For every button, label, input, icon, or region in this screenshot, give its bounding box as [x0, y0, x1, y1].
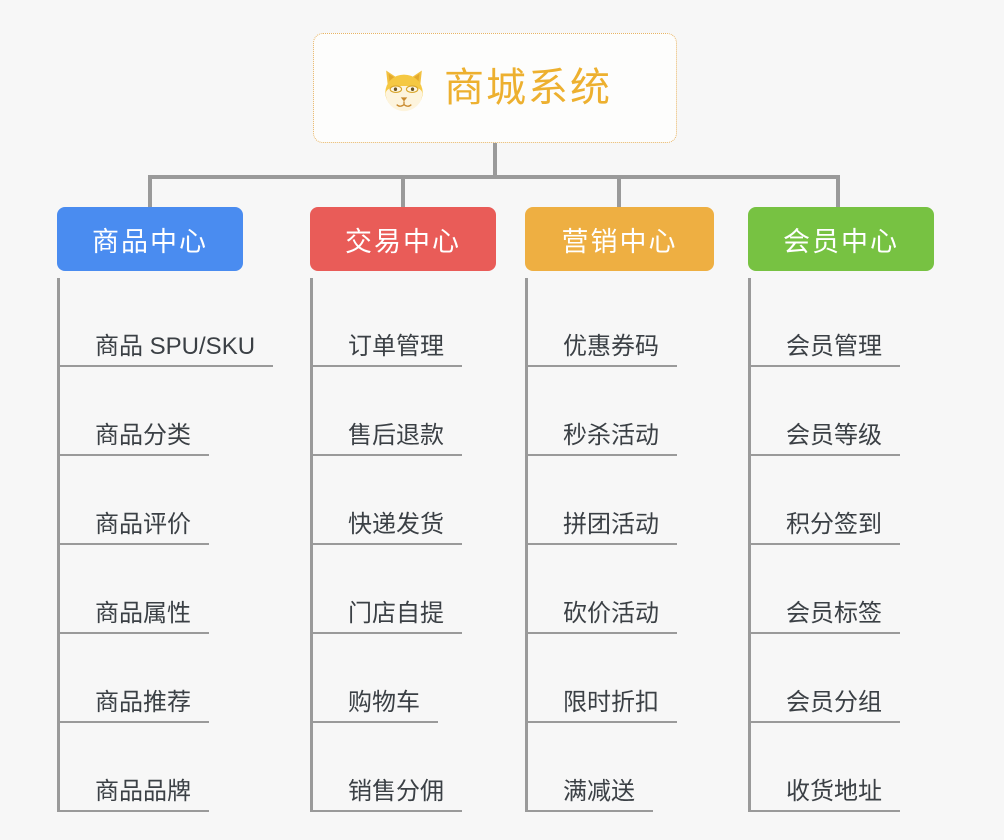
category-header-label: 交易中心 [345, 226, 461, 257]
connector-root-stem [493, 143, 497, 177]
shiba-dog-icon [378, 64, 430, 116]
category-column-会员中心: 会员中心 会员管理 会员等级 积分签到 会员标签 会员分组 收货地址 [748, 207, 934, 812]
connector-drop-3 [836, 175, 840, 207]
category-header-会员中心[interactable]: 会员中心 [748, 207, 934, 271]
leaf-item[interactable]: 优惠券码 [525, 278, 714, 367]
leaf-item[interactable]: 购物车 [310, 634, 496, 723]
leaf-item[interactable]: 限时折扣 [525, 634, 714, 723]
leaf-label: 商品 SPU/SKU [57, 334, 274, 367]
leaf-item[interactable]: 积分签到 [748, 456, 934, 545]
leaf-label: 门店自提 [310, 601, 462, 634]
leaf-item[interactable]: 售后退款 [310, 367, 496, 456]
leaf-label: 商品推荐 [57, 690, 209, 723]
category-column-商品中心: 商品中心 商品 SPU/SKU 商品分类 商品评价 商品属性 商品推荐 商品品牌 [57, 207, 274, 812]
leaf-item[interactable]: 会员等级 [748, 367, 934, 456]
category-header-label: 商品中心 [92, 226, 208, 257]
leaf-label: 会员等级 [748, 423, 900, 456]
leaf-label: 商品评价 [57, 512, 209, 545]
category-header-label: 会员中心 [783, 226, 899, 257]
leaf-list-营销中心: 优惠券码 秒杀活动 拼团活动 砍价活动 限时折扣 满减送 [525, 278, 714, 812]
root-title: 商城系统 [444, 66, 612, 110]
leaf-label: 积分签到 [748, 512, 900, 545]
leaf-item[interactable]: 商品分类 [57, 367, 243, 456]
leaf-label: 限时折扣 [525, 690, 677, 723]
leaf-item[interactable]: 商品属性 [57, 545, 243, 634]
leaf-item[interactable]: 订单管理 [310, 278, 496, 367]
leaf-label: 快递发货 [310, 512, 462, 545]
leaf-list-交易中心: 订单管理 售后退款 快递发货 门店自提 购物车 销售分佣 [310, 278, 496, 812]
leaf-label: 商品属性 [57, 601, 209, 634]
leaf-label: 会员管理 [748, 334, 900, 367]
leaf-item[interactable]: 商品推荐 [57, 634, 243, 723]
category-header-商品中心[interactable]: 商品中心 [57, 207, 243, 271]
leaf-list-商品中心: 商品 SPU/SKU 商品分类 商品评价 商品属性 商品推荐 商品品牌 [57, 278, 274, 812]
leaf-list-会员中心: 会员管理 会员等级 积分签到 会员标签 会员分组 收货地址 [748, 278, 934, 812]
leaf-item[interactable]: 拼团活动 [525, 456, 714, 545]
leaf-label: 商品品牌 [57, 779, 209, 812]
leaf-label: 砍价活动 [525, 601, 677, 634]
leaf-item[interactable]: 快递发货 [310, 456, 496, 545]
leaf-label: 会员分组 [748, 690, 900, 723]
leaf-label: 售后退款 [310, 423, 462, 456]
leaf-label: 购物车 [310, 690, 438, 723]
category-header-交易中心[interactable]: 交易中心 [310, 207, 496, 271]
leaf-item[interactable]: 门店自提 [310, 545, 496, 634]
root-node[interactable]: 商城系统 [313, 33, 677, 143]
leaf-item[interactable]: 砍价活动 [525, 545, 714, 634]
leaf-label: 订单管理 [310, 334, 462, 367]
leaf-label: 销售分佣 [310, 779, 462, 812]
leaf-label: 商品分类 [57, 423, 209, 456]
leaf-label: 满减送 [525, 779, 653, 812]
category-header-营销中心[interactable]: 营销中心 [525, 207, 714, 271]
leaf-item[interactable]: 会员管理 [748, 278, 934, 367]
leaf-item[interactable]: 商品品牌 [57, 723, 243, 812]
leaf-item[interactable]: 会员标签 [748, 545, 934, 634]
leaf-label: 会员标签 [748, 601, 900, 634]
category-column-营销中心: 营销中心 优惠券码 秒杀活动 拼团活动 砍价活动 限时折扣 满减送 [525, 207, 714, 812]
connector-drop-0 [148, 175, 152, 207]
leaf-item[interactable]: 会员分组 [748, 634, 934, 723]
leaf-label: 拼团活动 [525, 512, 677, 545]
connector-drop-1 [401, 175, 405, 207]
category-header-label: 营销中心 [561, 226, 678, 257]
leaf-label: 收货地址 [748, 779, 900, 812]
category-column-交易中心: 交易中心 订单管理 售后退款 快递发货 门店自提 购物车 销售分佣 [310, 207, 496, 812]
leaf-label: 秒杀活动 [525, 423, 677, 456]
leaf-item[interactable]: 商品 SPU/SKU [57, 278, 274, 367]
connector-horizontal-bus [148, 175, 840, 179]
leaf-item[interactable]: 销售分佣 [310, 723, 496, 812]
leaf-label: 优惠券码 [525, 334, 677, 367]
leaf-item[interactable]: 商品评价 [57, 456, 243, 545]
leaf-item[interactable]: 满减送 [525, 723, 714, 812]
leaf-item[interactable]: 秒杀活动 [525, 367, 714, 456]
leaf-item[interactable]: 收货地址 [748, 723, 934, 812]
connector-drop-2 [617, 175, 621, 207]
